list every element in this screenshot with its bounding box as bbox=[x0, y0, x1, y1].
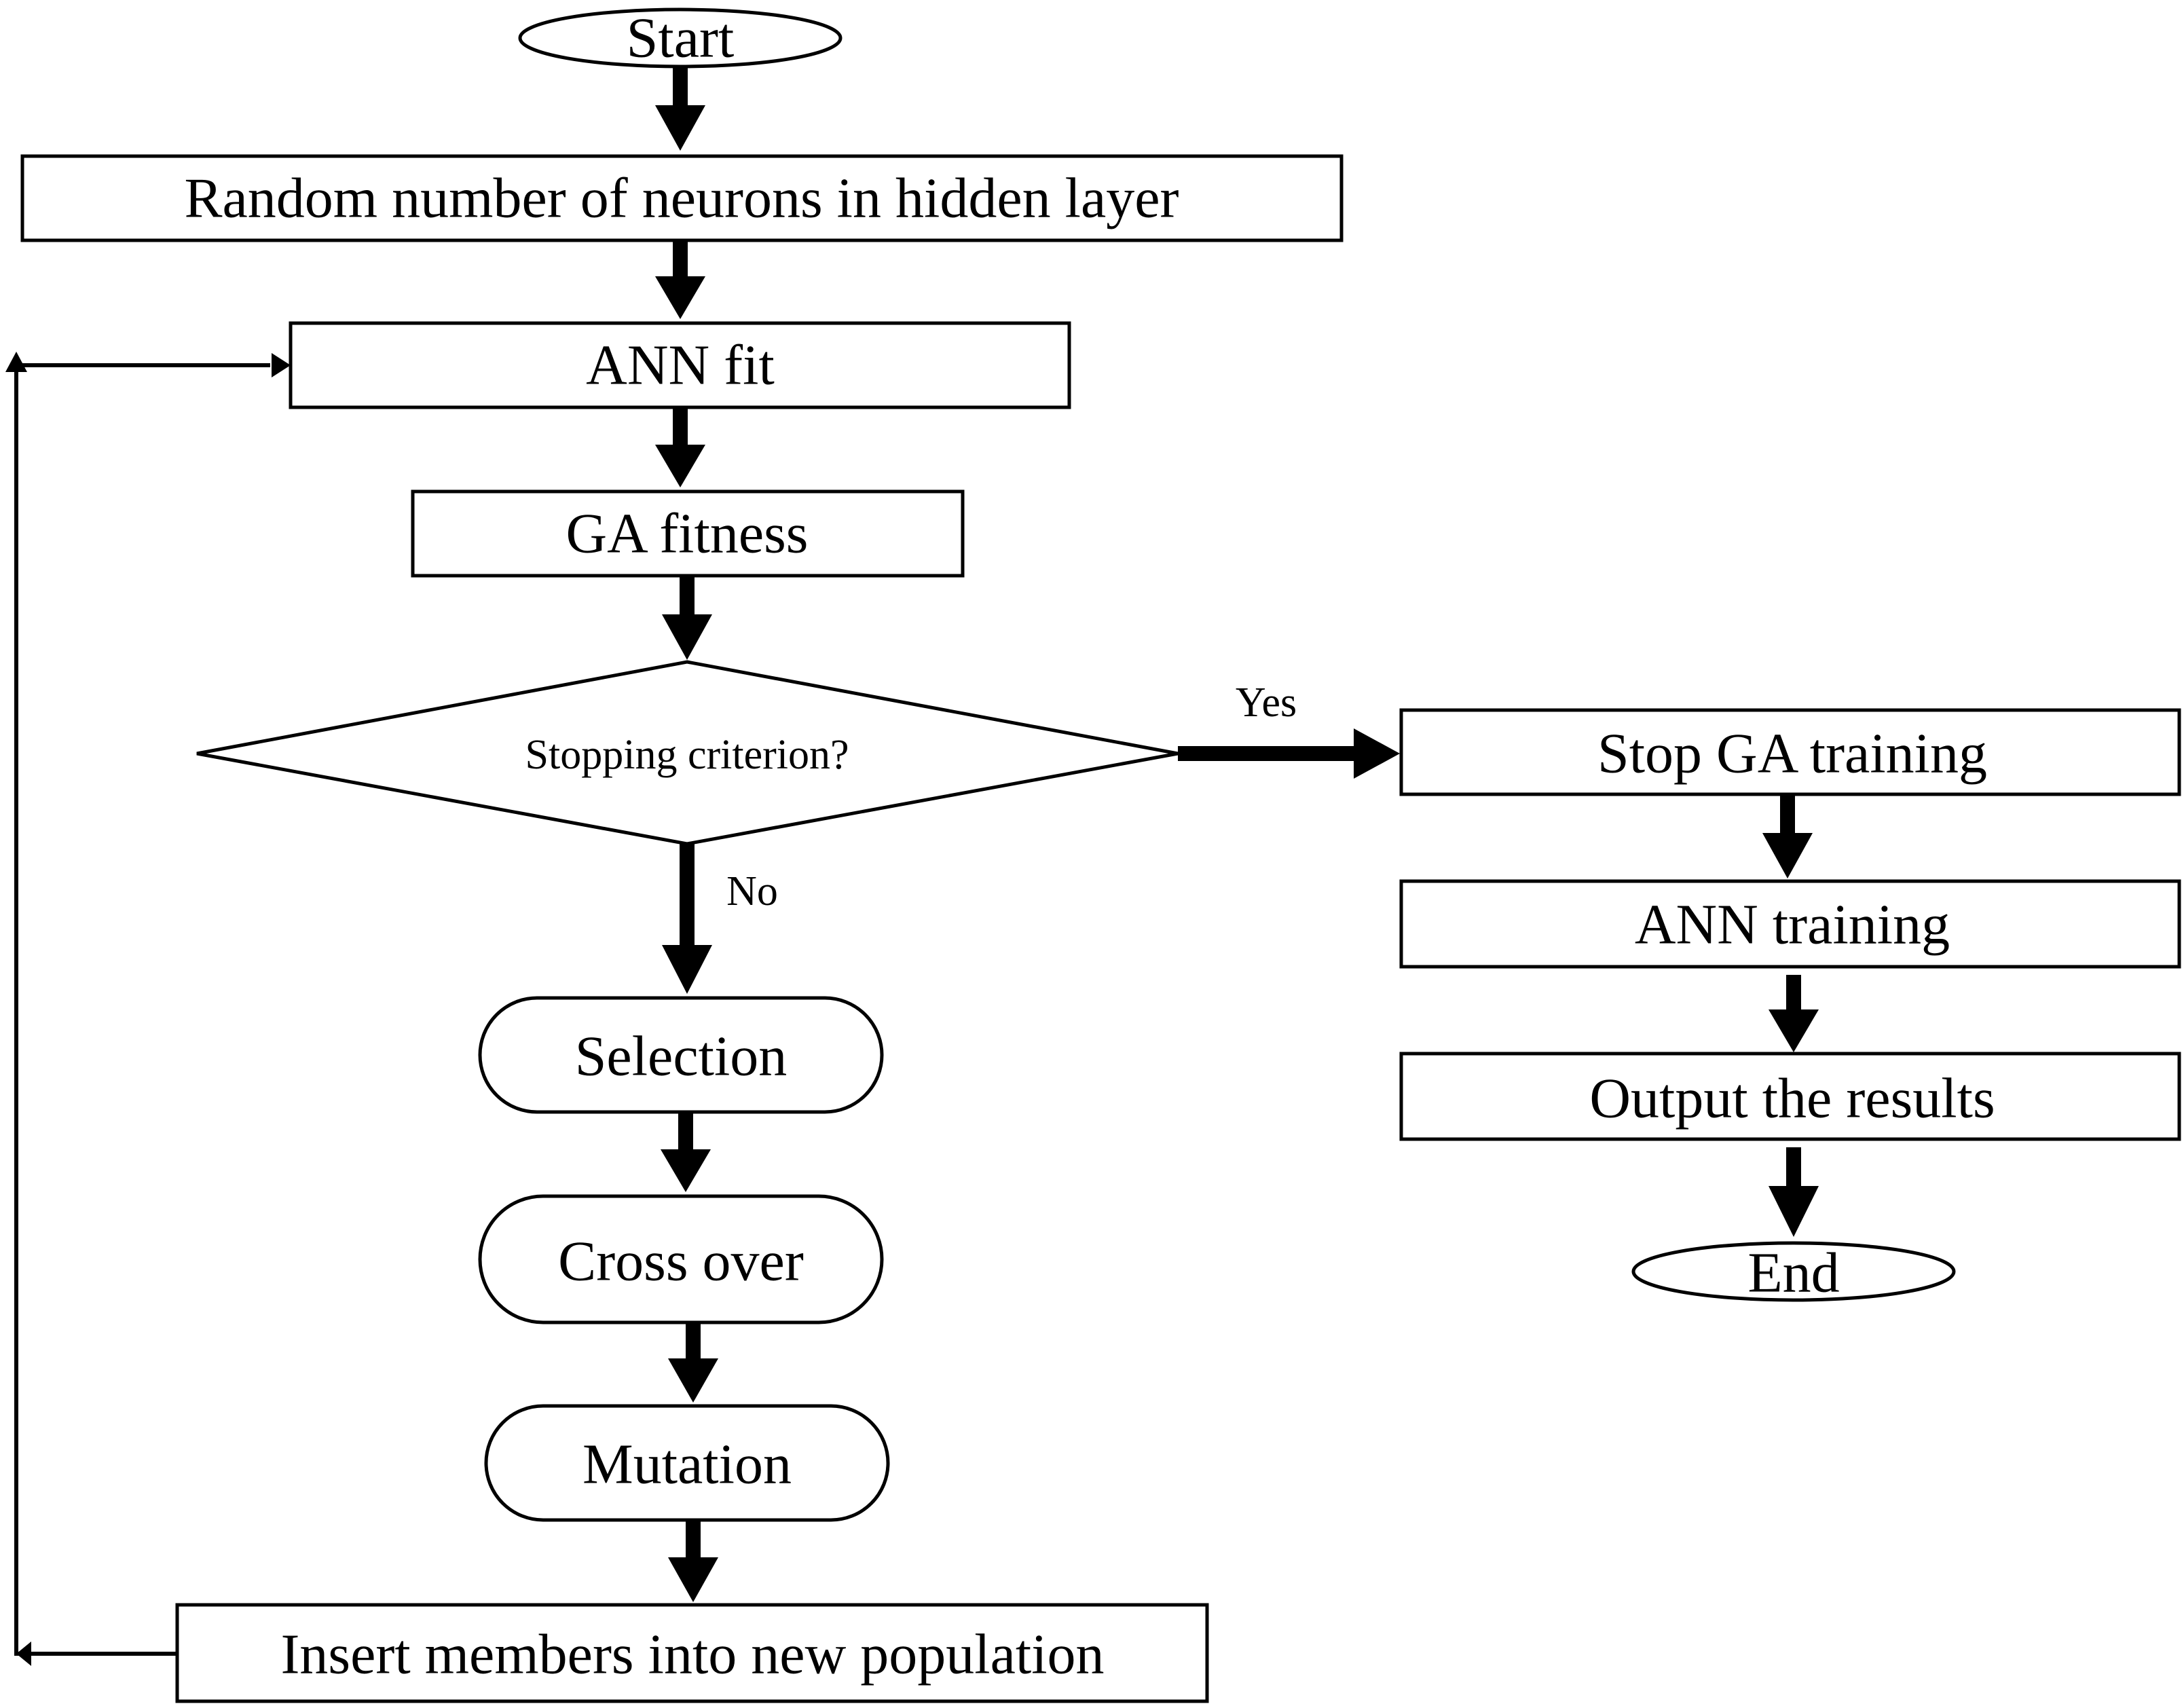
stopping-criterion-label: Stopping criterion? bbox=[525, 732, 849, 778]
arrow-cross-over-to-mutation bbox=[668, 1322, 718, 1403]
output-results-node: Output the results bbox=[1399, 1052, 2181, 1141]
random-neurons-node: Random number of neurons in hidden layer bbox=[20, 154, 1344, 242]
output-results-label: Output the results bbox=[1589, 1067, 1995, 1130]
arrow-random-to-ann-fit bbox=[655, 240, 705, 319]
mutation-node: Mutation bbox=[484, 1404, 890, 1522]
stop-ga-training-label: Stop GA training bbox=[1597, 722, 1987, 785]
ann-fit-label: ANN fit bbox=[586, 334, 775, 397]
stopping-criterion-node: Stopping criterion? bbox=[196, 660, 1179, 846]
end-label: End bbox=[1747, 1242, 1839, 1305]
yes-label: Yes bbox=[1236, 680, 1297, 726]
arrow-selection-to-cross-over bbox=[661, 1112, 711, 1192]
selection-node: Selection bbox=[478, 996, 884, 1114]
arrow-stop-ga-to-ann-training bbox=[1762, 794, 1813, 878]
ann-fit-node: ANN fit bbox=[289, 321, 1071, 409]
insert-members-label: Insert members into new population bbox=[280, 1623, 1104, 1686]
insert-members-node: Insert members into new population bbox=[175, 1603, 1209, 1703]
random-neurons-label: Random number of neurons in hidden layer bbox=[185, 167, 1179, 230]
arrow-criterion-to-selection bbox=[662, 844, 712, 994]
ann-training-node: ANN training bbox=[1399, 879, 2181, 969]
start-label: Start bbox=[627, 7, 735, 70]
cross-over-node: Cross over bbox=[478, 1194, 884, 1324]
feedback-loop-arrow bbox=[5, 352, 291, 1666]
arrow-criterion-to-stop-ga bbox=[1178, 728, 1400, 779]
arrow-start-to-random bbox=[655, 67, 705, 151]
arrow-ann-training-to-output bbox=[1769, 975, 1819, 1052]
arrow-ga-fitness-to-criterion bbox=[662, 576, 712, 660]
mutation-label: Mutation bbox=[582, 1433, 792, 1496]
ann-training-label: ANN training bbox=[1635, 893, 1950, 957]
arrow-mutation-to-insert bbox=[668, 1520, 718, 1602]
cross-over-label: Cross over bbox=[558, 1230, 804, 1293]
no-label: No bbox=[726, 868, 778, 914]
ga-fitness-label: GA fitness bbox=[566, 502, 809, 565]
stop-ga-training-node: Stop GA training bbox=[1399, 708, 2181, 796]
start-node: Start bbox=[518, 7, 843, 70]
ga-fitness-node: GA fitness bbox=[411, 489, 965, 578]
arrow-ann-fit-to-ga-fitness bbox=[655, 407, 705, 487]
selection-label: Selection bbox=[575, 1025, 788, 1088]
end-node: End bbox=[1631, 1241, 1956, 1305]
arrow-output-to-end bbox=[1769, 1147, 1819, 1237]
